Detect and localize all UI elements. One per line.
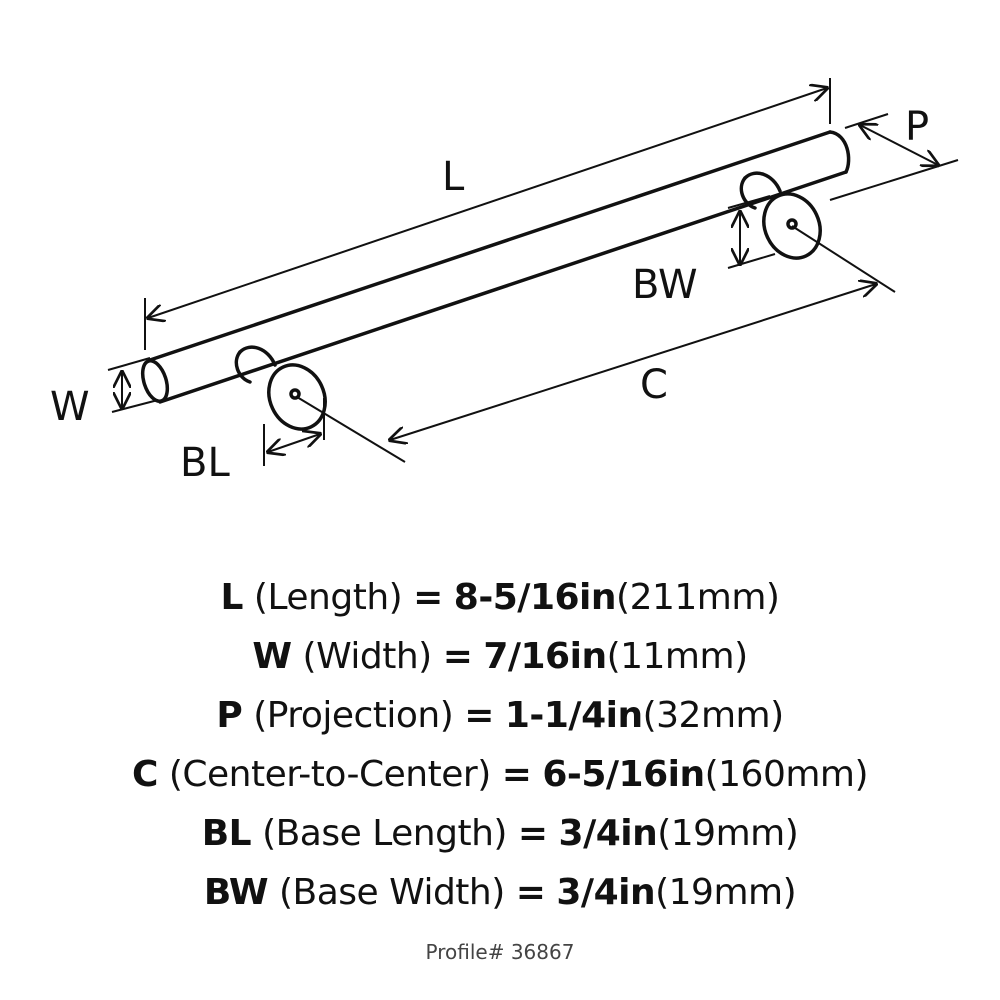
spec-imperial: 7/16in	[483, 636, 607, 677]
spec-key: W	[252, 636, 292, 677]
spec-key: BL	[201, 813, 252, 854]
spec-key: BW	[203, 872, 269, 913]
spec-eq: =	[515, 872, 546, 913]
pull-handle-diagram: L W P BW C BL	[50, 78, 959, 486]
spec-metric: (19mm)	[655, 872, 797, 913]
spec-imperial: 1-1/4in	[504, 695, 643, 736]
handle-bar	[140, 130, 851, 404]
label-W: W	[50, 384, 90, 430]
profile-number: Profile# 36867	[425, 940, 575, 964]
dimension-L	[145, 78, 830, 350]
dimension-C	[296, 225, 896, 463]
spec-eq: =	[464, 695, 494, 736]
spec-name: (Center-to-Center)	[168, 754, 491, 795]
spec-imperial: 6-5/16in	[542, 754, 705, 795]
dimension-W	[107, 357, 159, 413]
spec-name: (Base Width)	[279, 872, 505, 913]
spec-name: (Projection)	[253, 695, 454, 736]
spec-projection: P (Projection) = 1-1/4in(32mm)	[0, 686, 1000, 745]
spec-key: C	[131, 754, 158, 795]
spec-imperial: 3/4in	[556, 872, 656, 913]
spec-metric: (32mm)	[642, 695, 785, 736]
left-post	[234, 345, 327, 431]
dimension-P	[829, 113, 959, 201]
spec-width: W (Width) = 7/16in(11mm)	[0, 627, 1000, 686]
spec-eq: =	[442, 636, 473, 677]
right-post	[739, 171, 822, 260]
spec-base-width: BW (Base Width) = 3/4in(19mm)	[0, 863, 1000, 922]
spec-length: L (Length) = 8-5/16in(211mm)	[0, 568, 1000, 627]
spec-key: L	[220, 577, 244, 618]
spec-eq: =	[517, 813, 548, 854]
spec-metric: (211mm)	[616, 577, 780, 618]
spec-key: P	[216, 695, 243, 736]
spec-name: (Length)	[253, 577, 403, 618]
label-BW: BW	[632, 262, 698, 308]
spec-imperial: 3/4in	[558, 813, 658, 854]
dimension-BL	[263, 398, 325, 466]
spec-metric: (160mm)	[704, 754, 869, 795]
specifications-list: L (Length) = 8-5/16in(211mm) W (Width) =…	[0, 568, 1000, 922]
label-BL: BL	[180, 440, 230, 486]
spec-eq: =	[413, 577, 443, 618]
spec-metric: (19mm)	[657, 813, 799, 854]
label-C: C	[640, 362, 668, 408]
spec-center-to-center: C (Center-to-Center) = 6-5/16in(160mm)	[0, 745, 1000, 804]
spec-metric: (11mm)	[606, 636, 749, 677]
spec-name: (Base Length)	[262, 813, 507, 854]
spec-imperial: 8-5/16in	[453, 577, 617, 618]
spec-name: (Width)	[302, 636, 433, 677]
spec-base-length: BL (Base Length) = 3/4in(19mm)	[0, 804, 1000, 863]
label-L: L	[442, 154, 465, 200]
label-P: P	[905, 104, 929, 150]
spec-eq: =	[501, 754, 532, 795]
dimension-BW	[727, 195, 776, 269]
